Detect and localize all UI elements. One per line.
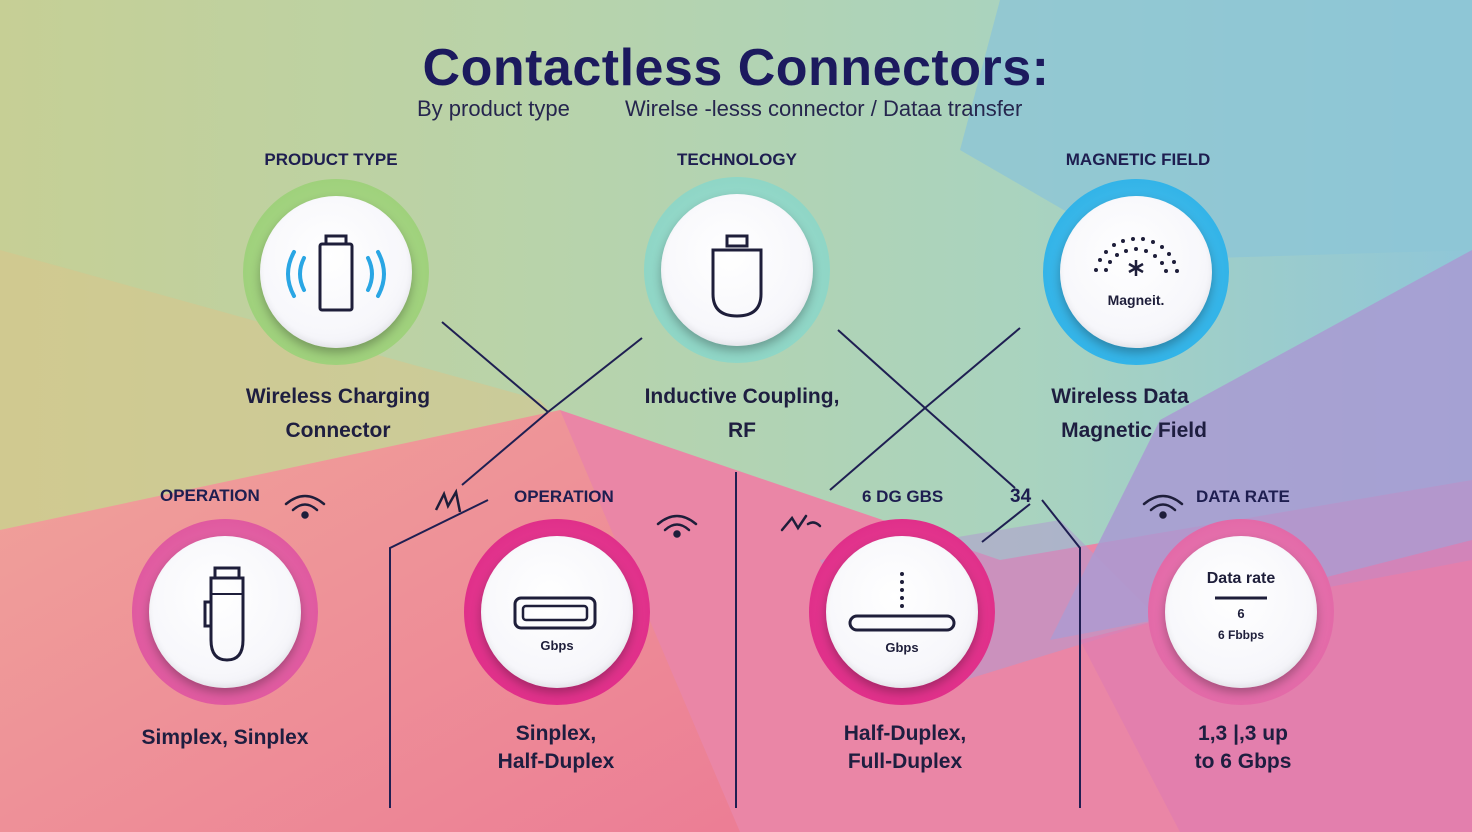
data-rate-node: Data rate 6 6 Fbbps bbox=[1148, 519, 1334, 705]
data-rate-label-line2: to 6 Gbps bbox=[1194, 750, 1292, 773]
subtitle-product-type: By product type bbox=[417, 96, 570, 121]
magnetic-disc-label: Magneit. bbox=[1107, 292, 1165, 308]
duplex-label-line1: Half-Duplex, bbox=[843, 722, 967, 745]
signal-icon bbox=[780, 514, 822, 532]
product-type-label-line1: Wireless Charging bbox=[245, 385, 431, 408]
product-type-node bbox=[243, 179, 429, 365]
data-rate-label-line1: 1,3 |,3 up bbox=[1198, 722, 1288, 745]
wifi-icon bbox=[284, 494, 326, 519]
header-technology: TECHNOLOGY bbox=[677, 150, 797, 169]
connector-plug-icon bbox=[711, 234, 763, 318]
operation-2-label: Sinplex, Half-Duplex bbox=[498, 720, 615, 776]
magnetic-field-node: Magneit. bbox=[1043, 179, 1229, 365]
magnetic-label-line1: Wireless Data bbox=[1051, 385, 1189, 408]
data-rate-icon bbox=[1215, 596, 1267, 600]
header-magnetic-field: MAGNETIC FIELD bbox=[1065, 150, 1211, 169]
header-operation-1: OPERATION bbox=[160, 486, 260, 505]
data-rate-disc-value: 6 Fbbps bbox=[1217, 628, 1264, 642]
header-gbs: 6 DG GBS bbox=[862, 487, 944, 506]
subtitle-transfer: Wirelse -lesss connector / Dataa transfe… bbox=[625, 96, 1023, 121]
technology-node bbox=[644, 177, 830, 363]
wifi-icon bbox=[656, 514, 698, 538]
duplex-label-line2: Full-Duplex bbox=[847, 750, 963, 773]
technology-label: Inductive Coupling, RF bbox=[645, 380, 840, 448]
data-rate-disc-title: Data rate bbox=[1206, 570, 1276, 587]
port-disc-label: Gbps bbox=[540, 638, 574, 653]
header-operation-2: OPERATION bbox=[514, 487, 614, 506]
antenna-pad-icon bbox=[848, 572, 956, 632]
magnetic-label: Wireless Data Magnetic Field bbox=[1051, 380, 1207, 448]
product-type-label: Wireless Charging Connector bbox=[246, 380, 430, 448]
stray-mark: 34 bbox=[1010, 486, 1032, 507]
duplex-label: Half-Duplex, Full-Duplex bbox=[844, 720, 967, 776]
technology-label-line1: Inductive Coupling, bbox=[644, 385, 840, 408]
lightning-icon bbox=[434, 488, 462, 513]
technology-label-line2: RF bbox=[727, 419, 756, 442]
operation-1-label-line1: Simplex, Sinplex bbox=[141, 726, 309, 749]
product-type-label-line2: Connector bbox=[285, 419, 391, 442]
data-rate-disc-mid: 6 bbox=[1237, 606, 1245, 621]
usb-stick-icon bbox=[203, 566, 245, 662]
duplex-disc-label: Gbps bbox=[885, 640, 919, 655]
data-rate-label: 1,3 |,3 up to 6 Gbps bbox=[1195, 720, 1292, 776]
header-product-type: PRODUCT TYPE bbox=[264, 150, 398, 169]
operation-node-2: Gbps bbox=[464, 519, 650, 705]
operation-2-label-line2: Half-Duplex bbox=[497, 750, 615, 773]
duplex-node: Gbps bbox=[809, 519, 995, 705]
operation-node-1 bbox=[132, 519, 318, 705]
page-title: Contactless Connectors: bbox=[422, 39, 1050, 97]
wireless-charging-icon bbox=[286, 234, 386, 312]
operation-2-label-line1: Sinplex, bbox=[515, 722, 597, 745]
port-icon bbox=[513, 596, 597, 630]
magnetic-label-line2: Magnetic Field bbox=[1061, 419, 1207, 442]
wifi-icon bbox=[1142, 494, 1184, 519]
header-data-rate: DATA RATE bbox=[1196, 487, 1290, 506]
operation-1-label: Simplex, Sinplex bbox=[142, 724, 309, 752]
magnetic-field-icon bbox=[1094, 237, 1179, 276]
